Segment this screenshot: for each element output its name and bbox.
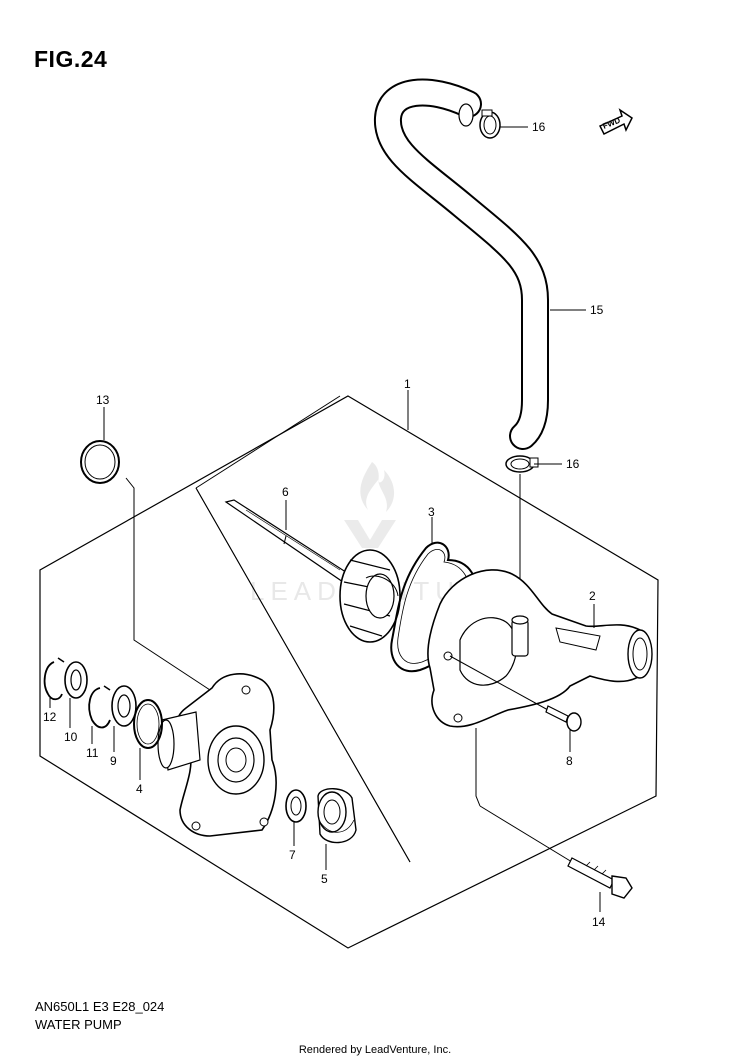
bolt-14-leader [479,805,573,863]
callout-16-lower: 16 [566,457,580,471]
bearing-9 [111,685,137,727]
bolt-14 [567,857,633,899]
guide-line-top [195,395,341,489]
screw-8 [449,655,582,732]
impeller [339,549,401,643]
figure-title: FIG.24 [34,46,108,72]
o-ring-13-leader [125,477,211,691]
coolant-hose [374,78,549,450]
mechanical-seal-5 [317,788,357,844]
callout-12: 12 [43,710,57,724]
o-ring-4 [133,699,163,749]
callout-11: 11 [86,746,99,760]
callout-8: 8 [566,754,573,768]
callout-9: 9 [110,754,117,768]
callout-2: 2 [589,589,596,603]
bolt-14-leader-top [475,728,481,807]
oil-seal-7 [285,789,307,823]
circlip-11 [88,685,111,729]
rendered-by-credit: Rendered by LeadVenture, Inc. [298,1044,452,1056]
assembly-boundary-hexagon [39,395,659,949]
hose-clamp-lower [505,455,539,473]
diagram-name: WATER PUMP [35,1017,122,1032]
fwd-arrow-icon: FWD [598,108,633,136]
hose-clamp-top [479,109,501,139]
callout-3: 3 [428,505,435,519]
callout-leaders [49,126,601,912]
callout-4: 4 [136,782,143,796]
model-code: AN650L1 E3 E28_024 [35,999,165,1014]
pump-shaft [224,499,353,585]
callout-1: 1 [404,377,411,391]
bearing-10 [64,661,88,699]
o-ring-13 [80,440,120,484]
guide-line-diagonal [195,487,411,863]
callout-15: 15 [590,303,604,317]
callout-5: 5 [321,872,328,886]
callout-14: 14 [592,915,606,929]
callout-10: 10 [64,730,78,744]
circlip-12 [43,657,65,701]
callout-13: 13 [96,393,110,407]
callout-6: 6 [282,485,289,499]
pump-body [427,569,653,728]
callout-16-top: 16 [532,120,546,134]
callout-7: 7 [289,848,296,862]
pump-housing-cover [157,673,277,837]
